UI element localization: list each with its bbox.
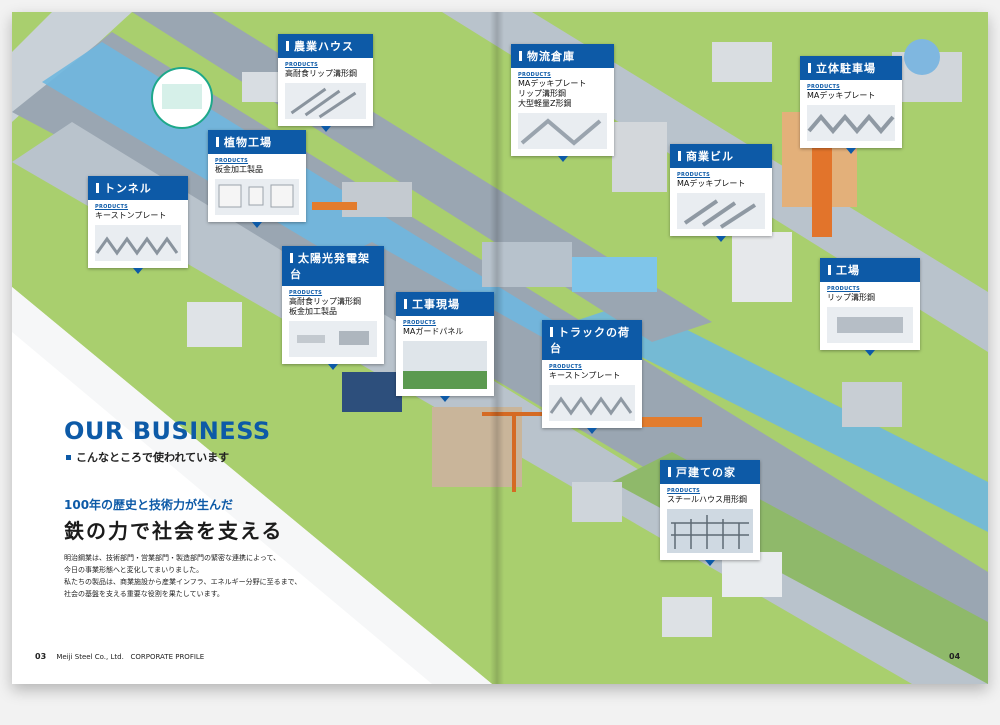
card-title: トラックの荷台	[542, 320, 642, 360]
card-pointer	[557, 156, 568, 162]
card-pointer	[705, 560, 715, 566]
product-image	[285, 83, 366, 119]
card-tag: PRODUCTS	[518, 72, 552, 78]
card-parking-garage: 立体駐車場 PRODUCTS MAデッキプレート	[800, 56, 902, 154]
card-title: 商業ビル	[670, 144, 772, 168]
corporate-profile-label: CORPORATE PROFILE	[130, 653, 205, 661]
card-truck-bed: トラックの荷台 PRODUCTS キーストンプレート	[542, 320, 642, 434]
card-title: トンネル	[88, 176, 188, 200]
card-tunnel: トンネル PRODUCTS キーストンプレート	[88, 176, 188, 274]
footer-left: 03 Meiji Steel Co., Ltd. CORPORATE PROFI…	[35, 652, 204, 661]
card-tag: PRODUCTS	[827, 286, 861, 292]
card-tag: PRODUCTS	[549, 364, 583, 370]
brochure-spread: 農業ハウス PRODUCTS 高耐食リップ溝形鋼 植物工場 PRODUCTS 板…	[12, 12, 988, 684]
product-image	[667, 509, 753, 553]
product-image	[677, 193, 765, 229]
card-pointer	[846, 148, 856, 154]
card-products: リップ溝形鋼	[827, 293, 875, 302]
card-products: キーストンプレート	[549, 371, 621, 380]
card-products: 板金加工製品	[215, 165, 263, 174]
company-name: Meiji Steel Co., Ltd.	[56, 653, 124, 661]
card-products: MAガードパネル	[403, 327, 464, 336]
card-commercial-building: 商業ビル PRODUCTS MAデッキプレート	[670, 144, 772, 242]
card-title: 植物工場	[208, 130, 306, 154]
card-title: 農業ハウス	[278, 34, 373, 58]
card-tag: PRODUCTS	[215, 158, 249, 164]
card-tag: PRODUCTS	[677, 172, 711, 178]
card-detached-house: 戸建ての家 PRODUCTS スチールハウス用形鋼	[660, 460, 760, 566]
card-pointer	[133, 268, 143, 274]
card-products: 高耐食リップ溝形鋼 板金加工製品	[289, 297, 361, 316]
page-number-left: 03	[35, 652, 47, 661]
card-pointer	[716, 236, 726, 242]
body-line: 明治鋼業は、技術部門・営業部門・製造部門の緊密な連携によって、	[64, 554, 281, 562]
product-image	[827, 307, 913, 343]
card-products: MAデッキプレート リップ溝形鋼 大型軽量Z形鋼	[518, 79, 587, 108]
card-tag: PRODUCTS	[807, 84, 841, 90]
card-pointer	[440, 396, 450, 402]
card-plant-factory: 植物工場 PRODUCTS 板金加工製品	[208, 130, 306, 228]
card-pointer	[587, 428, 597, 434]
card-title: 工場	[820, 258, 920, 282]
card-title: 物流倉庫	[511, 44, 614, 68]
product-image	[95, 225, 181, 261]
body-copy: 明治鋼業は、技術部門・営業部門・製造部門の緊密な連携によって、 今日の事業形態へ…	[64, 552, 364, 600]
product-image	[403, 341, 487, 389]
card-pointer	[865, 350, 875, 356]
card-products: MAデッキプレート	[807, 91, 876, 100]
page-gutter	[490, 12, 504, 684]
body-line: 私たちの製品は、商業施設から産業インフラ、エネルギー分野に至るまで、	[64, 578, 302, 586]
card-construction-site: 工事現場 PRODUCTS MAガードパネル	[396, 292, 494, 402]
card-tag: PRODUCTS	[95, 204, 129, 210]
body-line: 今日の事業形態へと変化してまいりました。	[64, 566, 204, 574]
body-line: 社会の基盤を支える重要な役割を果たしています。	[64, 590, 224, 598]
text-panel-background	[12, 287, 492, 684]
card-products: スチールハウス用形鋼	[667, 495, 747, 504]
card-title: 戸建ての家	[660, 460, 760, 484]
card-tag: PRODUCTS	[403, 320, 437, 326]
card-pointer	[320, 126, 331, 132]
page-number-right: 04	[949, 652, 961, 661]
card-title: 立体駐車場	[800, 56, 902, 80]
card-title: 太陽光発電架台	[282, 246, 384, 286]
tagline-small: 100年の歴史と技術力が生んだ	[64, 498, 234, 512]
product-image	[807, 105, 895, 141]
page-heading: OUR BUSINESS	[64, 417, 271, 445]
product-image	[215, 179, 299, 215]
card-title: 工事現場	[396, 292, 494, 316]
card-pointer	[328, 364, 338, 370]
card-tag: PRODUCTS	[667, 488, 701, 494]
card-pointer	[252, 222, 262, 228]
product-image	[518, 113, 607, 149]
card-logistics-warehouse: 物流倉庫 PRODUCTS MAデッキプレート リップ溝形鋼 大型軽量Z形鋼	[511, 44, 614, 162]
card-agri-house: 農業ハウス PRODUCTS 高耐食リップ溝形鋼	[278, 34, 373, 132]
card-tag: PRODUCTS	[285, 62, 319, 68]
card-products: キーストンプレート	[95, 211, 167, 220]
product-image	[549, 385, 635, 421]
card-products: 高耐食リップ溝形鋼	[285, 69, 357, 78]
page-subheading: こんなところで使われています	[66, 449, 229, 465]
product-image	[289, 321, 377, 357]
card-solar-mount: 太陽光発電架台 PRODUCTS 高耐食リップ溝形鋼 板金加工製品	[282, 246, 384, 370]
tagline-large: 鉄の力で社会を支える	[64, 519, 284, 543]
card-tag: PRODUCTS	[289, 290, 323, 296]
card-products: MAデッキプレート	[677, 179, 746, 188]
card-factory: 工場 PRODUCTS リップ溝形鋼	[820, 258, 920, 356]
